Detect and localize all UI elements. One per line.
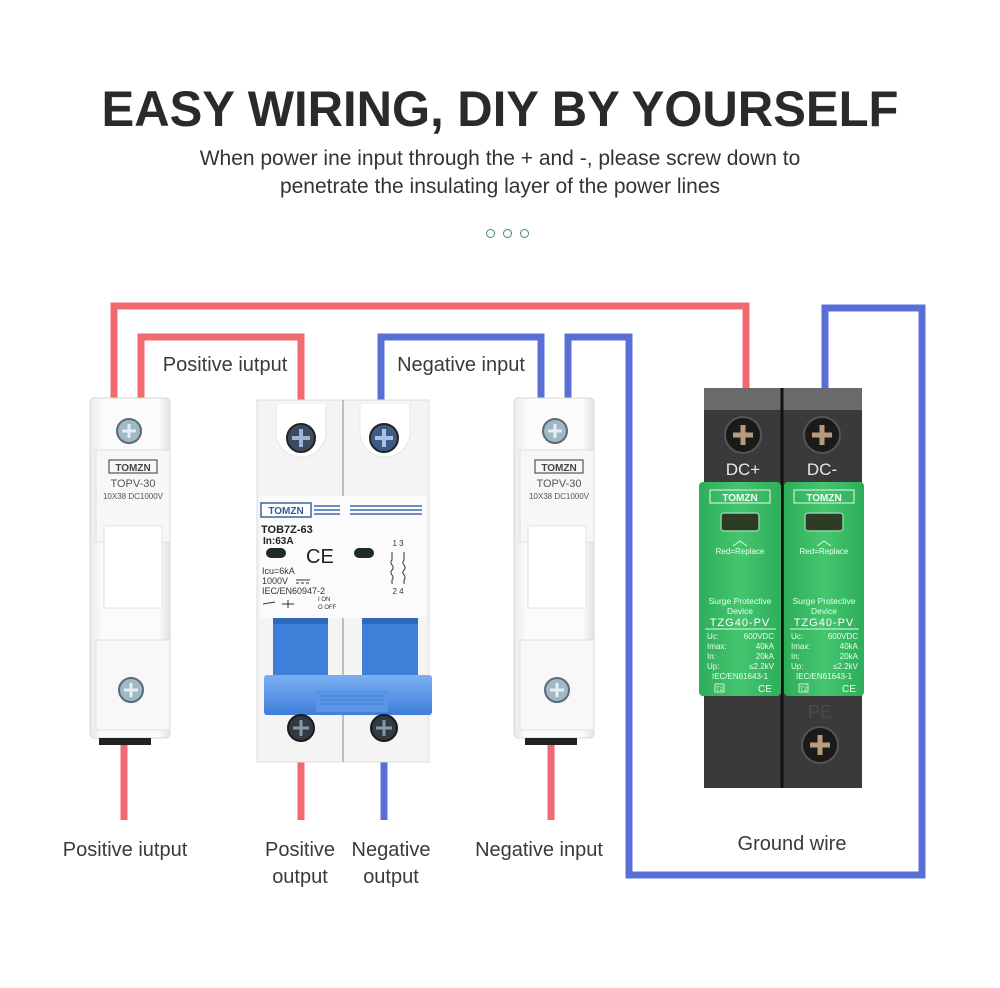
negative-wires — [377, 304, 926, 879]
breaker-voltage: 1000V — [262, 576, 288, 586]
spec-value: 20kA — [756, 652, 775, 661]
spec-value: 40kA — [756, 642, 775, 651]
breaker-terminal-bottom: 2 4 — [392, 587, 404, 596]
spd-standard: IEC/EN61643-1 — [712, 672, 769, 681]
breaker-icu: Icu=6kA — [262, 566, 295, 576]
spd-terminal-dc-plus: DC+ — [726, 460, 761, 479]
fuse-model: TOPV-30 — [536, 478, 581, 490]
spd-indicator-label: Red=Replace — [716, 547, 765, 556]
spd-ce-mark: CE — [842, 684, 856, 695]
subtitle-line-2: penetrate the insulating layer of the po… — [279, 175, 721, 198]
breaker-brand: TOMZN — [268, 506, 303, 517]
breaker-off-label: O OFF — [318, 605, 337, 611]
fuse-model: TOPV-30 — [110, 478, 155, 490]
label-negative-output-line1: Negative — [351, 839, 431, 861]
spec-label: Up: — [791, 662, 803, 671]
spd-model: TZG40-PV — [794, 617, 855, 629]
negative-wire-fuse2 — [564, 304, 926, 879]
label-ground-wire: Ground wire — [737, 833, 847, 855]
spec-value: 20kA — [840, 652, 859, 661]
dot-icon — [486, 229, 495, 238]
spd-class: T2 — [800, 687, 808, 693]
label-bottom-positive-output: Positive iutput — [62, 839, 188, 861]
label-top-positive-output: Positive iutput — [162, 354, 288, 376]
breaker-handle[interactable] — [264, 618, 432, 715]
surge-protective-device: DC+ DC- TOMZN Red=Replace Surge Protecti… — [699, 388, 864, 788]
spd-type-2: Device — [727, 606, 753, 616]
spd-brand: TOMZN — [722, 493, 757, 504]
breaker-current: In:63A — [263, 536, 294, 547]
breaker-ce-mark: CE — [306, 546, 334, 568]
spd-type-2: Device — [811, 606, 837, 616]
positive-wires — [110, 302, 750, 820]
spec-label: Imax: — [791, 642, 811, 651]
decorative-dots — [486, 229, 529, 238]
fuse-holder-1: TOMZN TOPV-30 10X38 DC1000V — [89, 397, 171, 745]
label-positive-output-line2: output — [272, 866, 328, 888]
spd-type: Surge Protective — [709, 596, 772, 606]
spd-terminal-dc-minus: DC- — [807, 460, 837, 479]
spec-value: 600VDC — [744, 632, 774, 641]
label-negative-output-line2: output — [363, 866, 419, 888]
breaker-model: TOB7Z-63 — [261, 524, 313, 536]
dot-icon — [503, 229, 512, 238]
spd-pe-label: PE — [808, 702, 832, 722]
fuse-holder-2: TOMZN TOPV-30 10X38 DC1000V — [513, 397, 595, 745]
fuse-rating: 10X38 DC1000V — [529, 492, 590, 501]
spec-label: Uc: — [707, 632, 719, 641]
spec-label: In: — [791, 652, 800, 661]
spd-model: TZG40-PV — [710, 617, 771, 629]
spd-type: Surge Protective — [793, 596, 856, 606]
subtitle-line-1: When power ine input through the + and -… — [199, 147, 801, 170]
spd-brand: TOMZN — [806, 493, 841, 504]
positive-wire-outer — [110, 302, 750, 400]
breaker-terminal-top: 1 3 — [392, 539, 404, 548]
circuit-breaker: TOMZN TOB7Z-63 In:63A CE Icu=6kA 1000V I… — [256, 399, 432, 763]
spec-label: Up: — [707, 662, 719, 671]
breaker-on-label: I ON — [318, 597, 330, 603]
fuse-brand: TOMZN — [115, 463, 150, 474]
dot-icon — [520, 229, 529, 238]
spec-label: Uc: — [791, 632, 803, 641]
spec-label: In: — [707, 652, 716, 661]
breaker-standard: IEC/EN60947-2 — [262, 586, 325, 596]
spd-standard: IEC/EN61643-1 — [796, 672, 853, 681]
spd-indicator-label: Red=Replace — [800, 547, 849, 556]
label-top-negative-input: Negative input — [397, 354, 525, 376]
spec-value: ≤2.2kV — [749, 662, 775, 671]
spec-value: 40kA — [840, 642, 859, 651]
positive-wire-inner — [137, 333, 305, 400]
fuse-rating: 10X38 DC1000V — [103, 492, 164, 501]
spd-class: T2 — [716, 687, 724, 693]
spec-value: 600VDC — [828, 632, 858, 641]
label-bottom-negative-input: Negative input — [475, 839, 603, 861]
label-positive-output-line1: Positive — [264, 839, 336, 861]
spec-label: Imax: — [707, 642, 727, 651]
negative-wire-breaker — [377, 333, 545, 400]
fuse-brand: TOMZN — [541, 463, 576, 474]
page-title: EASY WIRING, DIY BY YOURSELF — [101, 81, 899, 137]
spec-value: ≤2.2kV — [833, 662, 859, 671]
spd-ce-mark: CE — [758, 684, 772, 695]
